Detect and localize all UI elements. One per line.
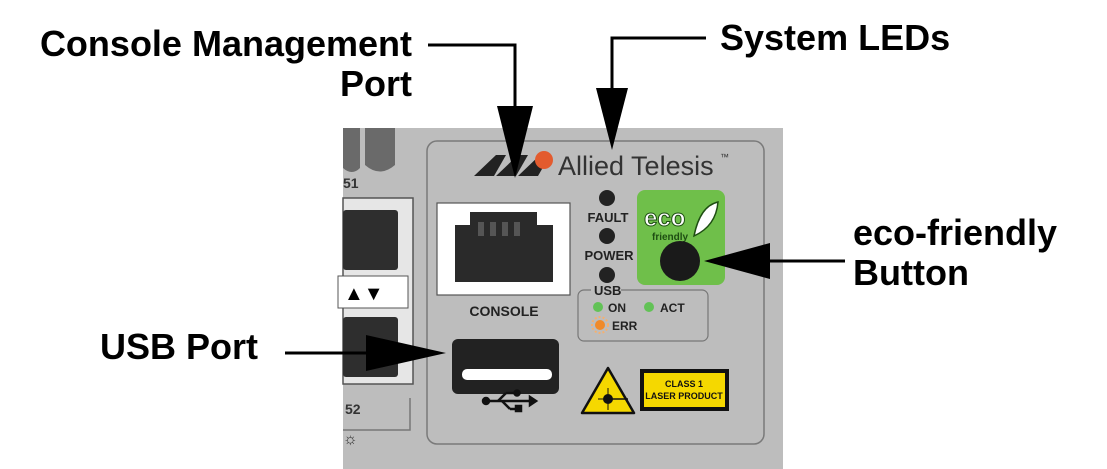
eco-button-callout: eco-friendly Button [853, 213, 1057, 293]
eco-button[interactable] [660, 241, 700, 281]
usb-port-pointer-arrow [285, 335, 446, 371]
console-label: CONSOLE [469, 303, 538, 319]
sfp-arrow-box [337, 275, 409, 309]
fault-label: FAULT [588, 210, 629, 225]
usb-led-box [577, 289, 709, 342]
power-led [599, 267, 615, 283]
console-port-callout: Console Management Port [20, 24, 412, 104]
panel-background [343, 128, 783, 469]
laser-line2: LASER PRODUCT [645, 391, 723, 401]
usb-act-led [644, 302, 654, 312]
usb-err-led [595, 320, 605, 330]
sfp-handle-2 [365, 128, 395, 172]
management-panel-border [426, 140, 765, 445]
eco-button-pointer-arrow [704, 243, 845, 279]
system-leds-pointer-arrow [596, 36, 706, 150]
eco-callout-line1: eco-friendly [853, 212, 1058, 253]
system-leds-callout: System LEDs [720, 17, 951, 58]
sfp-handle-1 [343, 128, 360, 172]
usb-port-callout: USB Port [100, 326, 259, 367]
usb-symbol-icon [481, 389, 539, 413]
console-pointer-arrow [428, 43, 533, 178]
port-51-label: 51 [343, 175, 359, 191]
brand-tm: ™ [720, 152, 729, 162]
eco-badge-sub: friendly [652, 232, 689, 243]
sfp-led-icon: ☼ [343, 431, 358, 448]
console-callout-line2: Port [340, 63, 412, 104]
sfp-arrows: ▲▼ [344, 283, 384, 305]
sfp-port-51 [343, 210, 398, 270]
laser-line1: CLASS 1 [665, 379, 703, 389]
on-label: ON [608, 301, 626, 315]
port-52-divider [343, 398, 411, 431]
usb-port-slot [462, 369, 552, 380]
console-callout-line1: Console Management [39, 23, 412, 64]
leaf-icon [692, 201, 719, 238]
usb-on-led [593, 302, 603, 312]
led-top [599, 190, 615, 206]
err-label: ERR [612, 319, 638, 333]
allied-telesis-logo: Allied Telesis ™ [474, 151, 729, 181]
eco-callout-line2: Button [853, 252, 969, 293]
port-52-label: 52 [345, 401, 361, 417]
power-label: POWER [584, 248, 634, 263]
usb-port [452, 339, 559, 394]
eco-badge-text: eco [644, 205, 685, 232]
usb-led-label: USB [594, 283, 621, 298]
brand-name: Allied Telesis [558, 151, 714, 181]
fault-led [599, 228, 615, 244]
act-label: ACT [660, 301, 685, 315]
